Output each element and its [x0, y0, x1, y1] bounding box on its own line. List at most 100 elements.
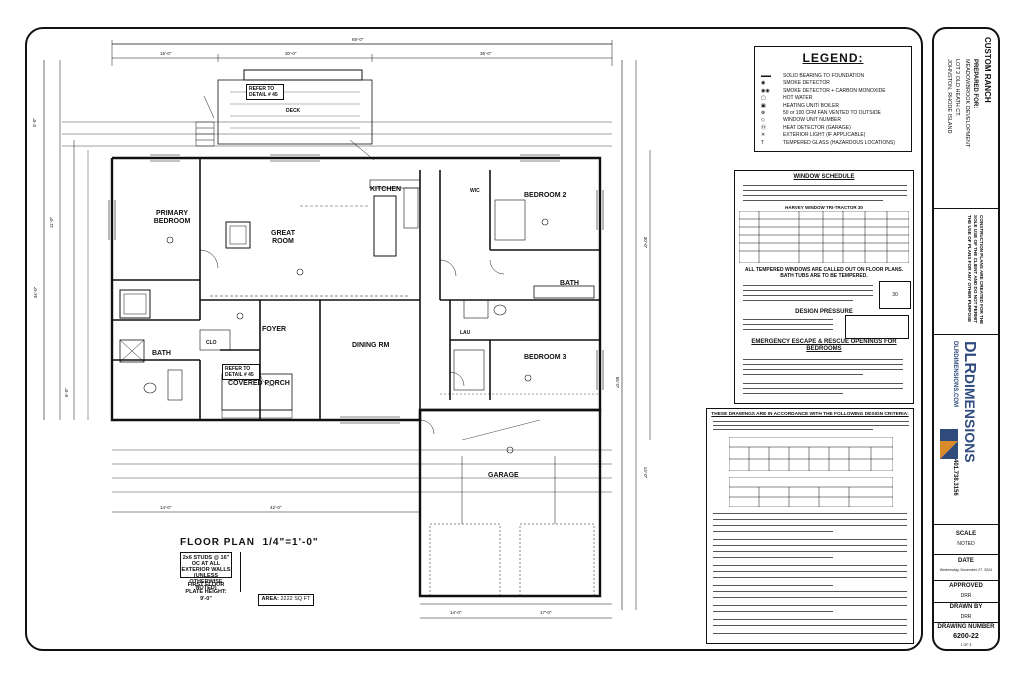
legend-item-label: WINDOW UNIT NUMBER — [783, 117, 841, 124]
fan-icon: ⊗ — [761, 110, 766, 116]
room-bedroom-3: BEDROOM 3 — [524, 354, 567, 361]
area-label: AREA: — [261, 596, 279, 602]
date-value: Wednesday, November 27, 2024 — [939, 568, 993, 572]
criteria-text-line — [713, 557, 833, 558]
project-title: CUSTOM RANCH — [983, 37, 992, 103]
floor-plan-title-text: FLOOR PLAN — [180, 537, 255, 548]
window-schedule-panel: WINDOW SCHEDULE HARVEY WINDOW TRI-TRACTO… — [734, 170, 914, 404]
drawn-cell: DRAWN BY DRR — [934, 603, 998, 623]
legend-item: ▣ HEATING UNIT/ BOILER — [761, 103, 839, 109]
client-name: MEADOWBROOK DEVELOPMENT — [964, 59, 970, 148]
criteria-text-line — [713, 519, 907, 520]
room-bath: BATH — [152, 350, 171, 357]
room-covered-porch: COVERED PORCH — [228, 380, 290, 387]
firm-phone: 401.738.3156 — [952, 459, 958, 496]
criteria-text-line — [713, 611, 833, 612]
room-closet: CLO — [206, 340, 217, 346]
bottom-dim-2: 42'-0" — [270, 505, 282, 510]
wall-note-detail — [240, 552, 292, 592]
lot-address: LOT 2 OLD HEATH CT. — [954, 59, 960, 117]
room-kitchen: KITCHEN — [370, 186, 402, 193]
criteria-text-line — [713, 565, 907, 566]
drawn-label: DRAWN BY — [949, 604, 983, 610]
top-dim-2: 30'-0" — [285, 51, 297, 56]
disclaimer-text: CONSTRUCTION PLANS ARE CREATED FOR THE S… — [967, 215, 984, 325]
left-dim-2: 11'-0" — [49, 216, 55, 229]
criteria-text-line — [713, 513, 907, 514]
criteria-text-line — [713, 551, 907, 552]
legend-title: LEGEND: — [802, 51, 864, 65]
drawn-value: DRR — [960, 614, 972, 620]
legend-item-label: SOLID BEARING TO FOUNDATION — [783, 73, 865, 79]
bottom-dim-4: 17'-0" — [540, 610, 552, 615]
approved-cell: APPROVED DRR — [934, 581, 998, 603]
hot-water-icon: ▢ — [761, 95, 766, 102]
criteria-title: THESE DRAWINGS ARE IN ACCORDANCE WITH TH… — [711, 412, 909, 417]
date-cell: DATE Wednesday, November 27, 2024 — [934, 555, 998, 581]
window-number-icon: ◇ — [761, 117, 765, 124]
title-block-project: CUSTOM RANCH PREPARED FOR: MEADOWBROOK D… — [934, 29, 998, 209]
project-location: JOHNSTON, RHODE ISLAND — [946, 59, 952, 134]
area-value: 2222 SQ FT — [280, 596, 311, 602]
left-dim-3: 34'-0" — [33, 286, 39, 299]
criteria-text-line — [713, 585, 833, 586]
legend-item: ▬▬SOLID BEARING TO FOUNDATION — [761, 73, 864, 79]
room-wic: WIC — [470, 188, 480, 194]
floor-plan-scale: 1/4"=1'-0" — [262, 537, 319, 548]
room-bedroom-2: BEDROOM 2 — [524, 192, 567, 199]
criteria-text-line — [713, 591, 907, 592]
prepared-for: PREPARED FOR: — [972, 59, 978, 109]
legend-item: ◉SMOKE DETECTOR — [761, 80, 830, 86]
room-primary-bedroom: PRIMARY BEDROOM — [153, 210, 191, 225]
bottom-dim-3: 14'-0" — [450, 610, 462, 615]
legend-item: ✕EXTERIOR LIGHT (IF APPLICABLE) — [761, 132, 865, 138]
wall-note: 2x6 STUDS @ 16" OC AT ALL EXTERIOR WALLS… — [180, 552, 232, 591]
criteria-text-line — [713, 633, 907, 634]
drawing-number-value: 6200-22 — [953, 633, 979, 640]
approved-value: DRR — [960, 593, 972, 599]
legend-item: ⊗50 or 100 CFM FAN VENTED TO OUTSIDE — [761, 110, 881, 116]
room-foyer: FOYER — [262, 326, 287, 333]
floor-plan-title: FLOOR PLAN 1/4"=1'-0" — [180, 537, 319, 548]
scale-value: NOTED — [957, 541, 975, 547]
room-deck: DECK — [286, 108, 301, 114]
criteria-table-2 — [729, 477, 893, 507]
area-box: AREA: 2222 SQ FT — [258, 594, 314, 606]
drawing-border — [25, 27, 923, 651]
sheet-number: 1 OF 3 — [960, 643, 972, 647]
firm-web: DLRDIMENSIONS.COM — [952, 341, 958, 407]
criteria-text-line — [713, 525, 907, 526]
firm-logo — [938, 427, 960, 461]
legend-item-label: HEATING UNIT/ BOILER — [783, 102, 840, 109]
criteria-text-line — [713, 539, 907, 540]
legend-item-label: EXTERIOR LIGHT (IF APPLICABLE) — [783, 132, 866, 139]
top-dim-3: 35'-0" — [480, 51, 492, 56]
drawing-number-cell: DRAWING NUMBER 6200-22 1 OF 3 — [934, 623, 998, 649]
criteria-text-line — [713, 577, 907, 578]
overall-width-dim: 69'-0" — [352, 37, 364, 42]
room-laundry: LAU — [460, 330, 471, 336]
legend-item: ◇ WINDOW UNIT NUMBER — [761, 117, 841, 123]
scale-cell: SCALE NOTED — [934, 525, 998, 555]
criteria-table-1 — [729, 437, 893, 471]
window-schedule-grid — [739, 211, 909, 263]
top-dim-1: 15'-0" — [160, 51, 172, 56]
criteria-text-line — [713, 597, 907, 598]
tempered-glass-icon: T — [761, 139, 765, 146]
legend-item-label: HEAT DETECTOR (GARAGE) — [783, 124, 851, 131]
criteria-text-line — [713, 531, 833, 532]
heat-detector-icon: Ⓗ — [761, 124, 767, 131]
legend-item: Ⓗ HEAT DETECTOR (GARAGE) — [761, 125, 851, 131]
plate-height-note: FIRST FLOOR PLATE HEIGHT: 9'-0" — [185, 582, 227, 602]
room-bath-2: BATH — [560, 280, 579, 287]
title-block-disclaimer: CONSTRUCTION PLANS ARE CREATED FOR THE S… — [934, 209, 998, 335]
window-schedule-title: WINDOW SCHEDULE — [793, 174, 855, 180]
left-dim-4: 6'-0" — [63, 388, 69, 397]
smoke-co-detector-icon: ◉◉ — [761, 87, 770, 94]
legend-item-label: SMOKE DETECTOR + CARBON MONOXIDE — [783, 87, 886, 94]
room-garage: GARAGE — [488, 472, 519, 479]
window-tempered-note: ALL TEMPERED WINDOWS ARE CALLED OUT ON F… — [744, 267, 904, 279]
criteria-text-line — [713, 605, 907, 606]
heating-unit-icon: ▣ — [761, 102, 766, 109]
